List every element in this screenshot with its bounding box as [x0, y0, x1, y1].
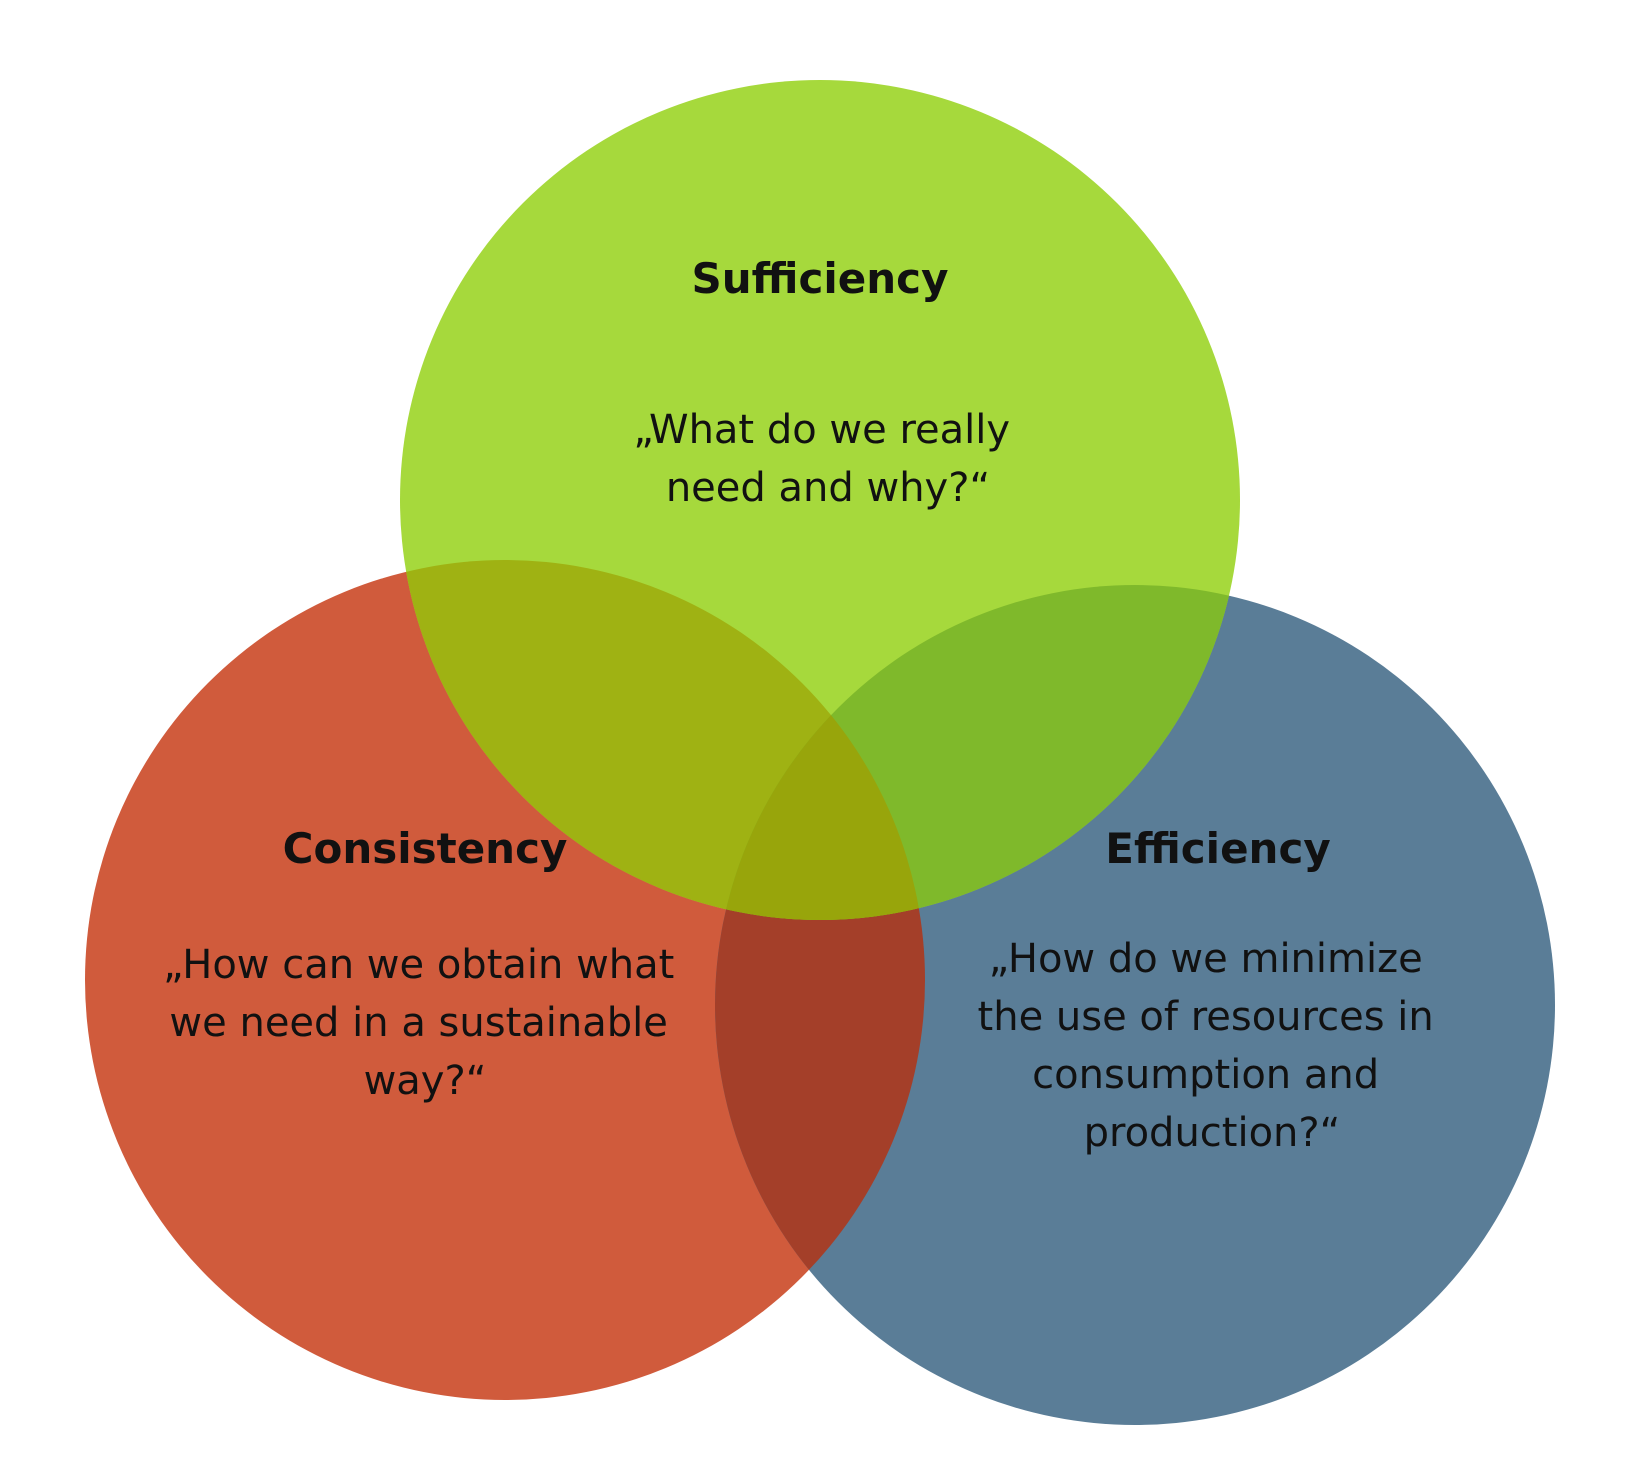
- efficiency-question: „How do we minimize the use of resources…: [978, 936, 1447, 1156]
- consistency-question-line: „How can we obtain what: [163, 942, 674, 988]
- overlap-sufficiency-consistency: [400, 560, 925, 920]
- efficiency-question-line: production?“: [1084, 1110, 1341, 1156]
- efficiency-question-line: the use of resources in: [978, 994, 1434, 1040]
- overlap-sufficiency-efficiency: [715, 585, 1240, 920]
- sufficiency-question: „What do we really need and why?“: [633, 407, 1023, 511]
- consistency-title: Consistency: [283, 824, 568, 873]
- sufficiency-title: Sufficiency: [692, 254, 949, 303]
- consistency-question-line: way?“: [364, 1058, 487, 1104]
- efficiency-question-line: consumption and: [1032, 1052, 1379, 1098]
- sufficiency-question-line: need and why?“: [666, 465, 990, 511]
- consistency-question: „How can we obtain what we need in a sus…: [163, 942, 687, 1104]
- efficiency-title: Efficiency: [1105, 824, 1330, 873]
- consistency-question-line: we need in a sustainable: [169, 1000, 667, 1046]
- efficiency-question-line: „How do we minimize: [989, 936, 1423, 982]
- sufficiency-question-line: „What do we really: [633, 407, 1010, 453]
